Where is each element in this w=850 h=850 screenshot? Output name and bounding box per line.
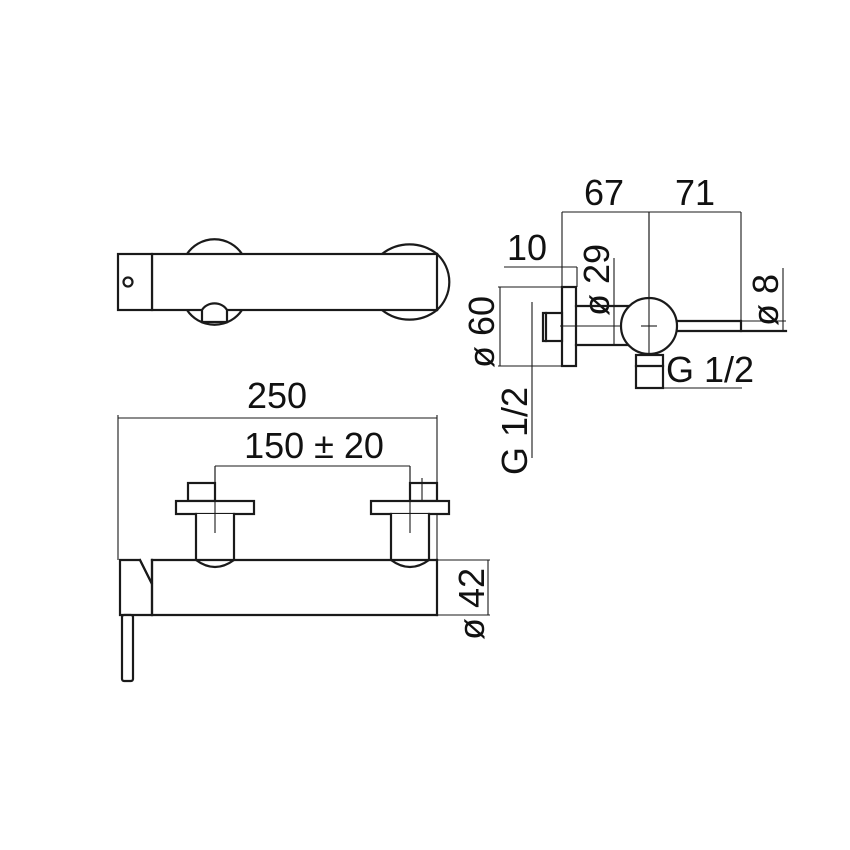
rosette-right-bottom-arc: [380, 308, 439, 321]
dim-g12-outlet-label: G 1/2: [666, 349, 754, 390]
dim-g12-inlet-label: G 1/2: [494, 387, 535, 475]
rosette-right-top-arc: [380, 243, 439, 256]
dim-71-label: 71: [675, 172, 715, 213]
handle-cap: [118, 558, 154, 617]
top-body: [150, 252, 439, 312]
right-nut: [408, 481, 439, 503]
dim-60-label: ø 60: [461, 296, 502, 368]
side-outlet: [634, 353, 665, 390]
left-nut: [186, 481, 217, 503]
dim-10-label: 10: [507, 227, 547, 268]
dim-42-label: ø 42: [451, 568, 492, 640]
dim-29-label: ø 29: [576, 244, 617, 316]
rosette-left-top-arc: [185, 238, 244, 256]
top-handle-block: [116, 252, 154, 312]
rosette-right-side-arc: [435, 252, 451, 312]
front-view: 250 150 ± 20 ø 42: [117, 375, 492, 683]
lever-rod: [120, 613, 135, 683]
dim-8-label: ø 8: [745, 274, 786, 326]
top-outlet-nub: [200, 302, 229, 324]
dim-250-label: 250: [247, 375, 307, 416]
dim-150-label: 150 ± 20: [244, 425, 384, 466]
handle-pin-icon: [122, 276, 134, 288]
side-inlet-stub: [541, 311, 564, 343]
dim-67-label: 67: [584, 172, 624, 213]
rosette-left-bottom-arc: [185, 308, 244, 326]
top-view: [116, 238, 451, 326]
side-view: 67 71 10 ø 29 ø 60 G 1/2: [461, 172, 788, 475]
